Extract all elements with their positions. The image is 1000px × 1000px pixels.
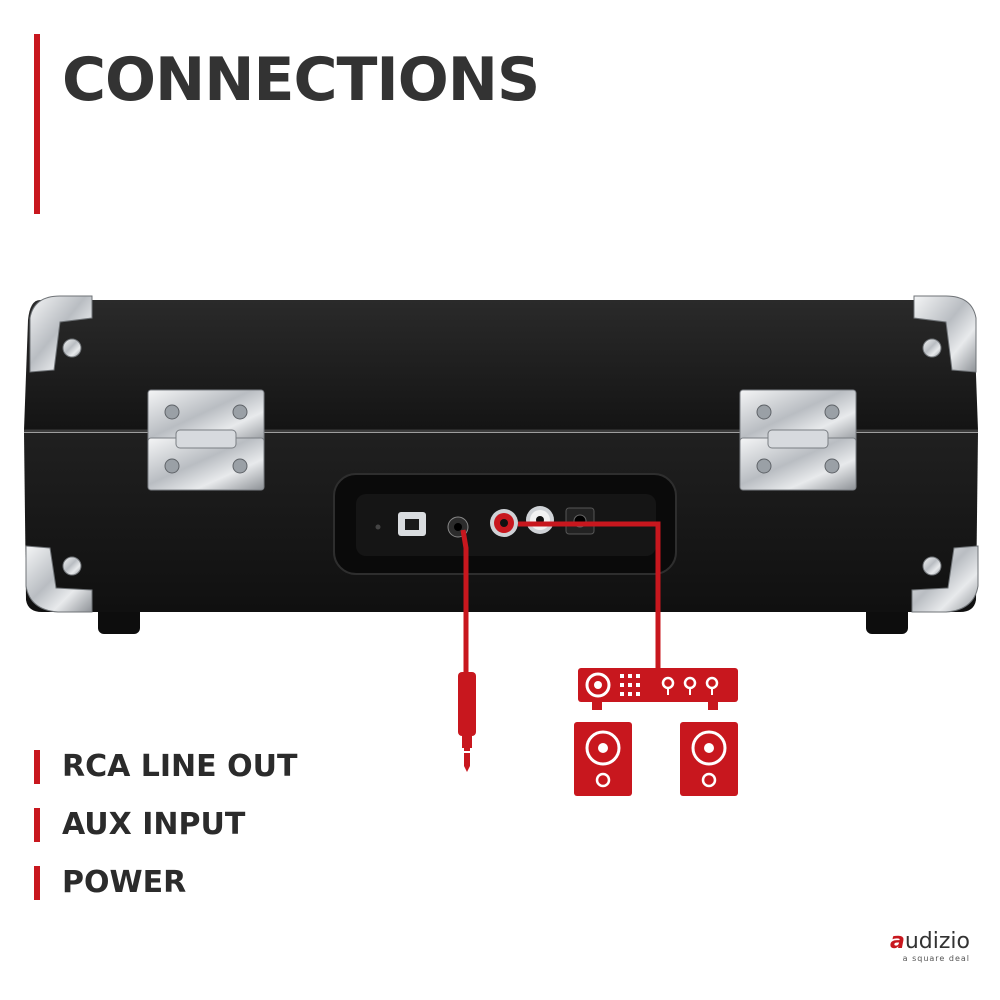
corner-rivet (922, 556, 942, 576)
title-accent-bar (34, 34, 40, 214)
aux-connection-line (460, 529, 469, 672)
brand-logo: audizio a square deal (890, 930, 970, 964)
hinge-right (739, 389, 857, 491)
feature-power: POWER (62, 865, 187, 900)
corner-bottom-left (25, 545, 93, 613)
feature-aux-input: AUX INPUT (62, 807, 246, 842)
corner-bottom-right (911, 545, 979, 613)
panel-pinhole (375, 524, 381, 530)
feature-accent-bar (34, 866, 40, 900)
corner-rivet (62, 338, 82, 358)
page-title: CONNECTIONS (62, 45, 540, 115)
feature-rca-line-out: RCA LINE OUT (62, 749, 298, 784)
speaker-icon (680, 722, 738, 796)
brand-tagline: a square deal (902, 954, 970, 963)
dc-power-icon (565, 507, 595, 535)
feature-accent-bar (34, 750, 40, 784)
corner-rivet (922, 338, 942, 358)
usb-port-icon (398, 512, 426, 536)
brand-mark-icon: a (890, 929, 905, 954)
brand-name: audizio (890, 930, 970, 954)
corner-top-left (29, 295, 93, 373)
amplifier-icon (578, 668, 738, 710)
feature-accent-bar (34, 808, 40, 842)
corner-top-right (913, 295, 977, 373)
aux-cable-icon (458, 672, 476, 772)
rca-connection-line (518, 521, 661, 668)
corner-rivet (62, 556, 82, 576)
hinge-left (147, 389, 265, 491)
brand-name-text: udizio (904, 929, 970, 954)
speaker-icon (574, 722, 632, 796)
rca-red-icon (490, 509, 518, 537)
rca-white-icon (526, 506, 554, 534)
